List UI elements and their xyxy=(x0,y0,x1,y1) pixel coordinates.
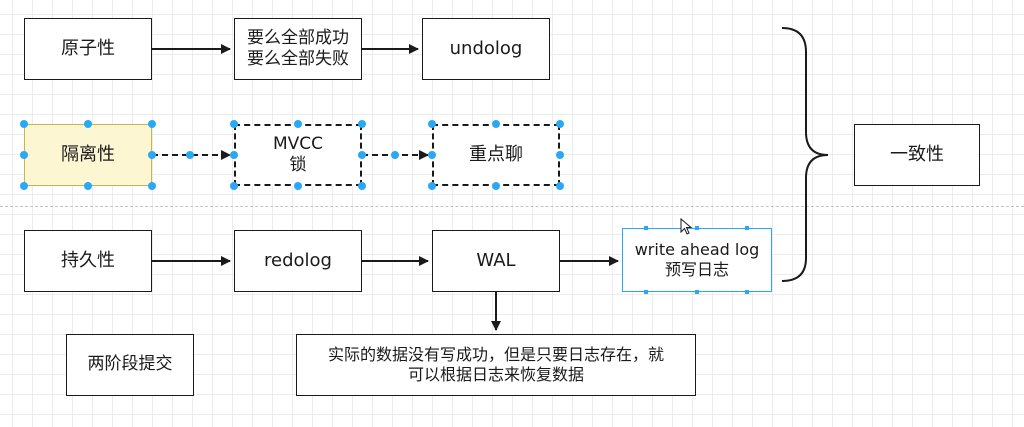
resize-handle[interactable] xyxy=(358,182,366,190)
redolog-box[interactable]: redolog xyxy=(234,230,362,292)
resize-handle[interactable] xyxy=(358,120,366,128)
resize-handle[interactable] xyxy=(492,120,500,128)
resize-handle[interactable] xyxy=(148,120,156,128)
resize-handle[interactable] xyxy=(148,151,156,159)
resize-handle[interactable] xyxy=(20,182,28,190)
guide-line xyxy=(0,206,1024,207)
recovery-note-line-2: 可以根据日志来恢复数据 xyxy=(407,365,584,384)
consistency-label: 一致性 xyxy=(890,143,944,165)
resize-handle[interactable] xyxy=(428,120,436,128)
recovery-note-line-1: 实际的数据没有写成功，但是只要日志存在，就 xyxy=(327,345,664,364)
resize-handle[interactable] xyxy=(84,120,92,128)
consistency-box[interactable]: 一致性 xyxy=(854,124,980,186)
resize-handle[interactable] xyxy=(556,182,564,190)
resize-handle[interactable] xyxy=(428,151,436,159)
all-or-nothing-line-2: 要么全部失败 xyxy=(247,49,349,69)
durability-box[interactable]: 持久性 xyxy=(24,230,152,292)
focus-box[interactable]: 重点聊 xyxy=(432,124,560,186)
connection-point[interactable] xyxy=(695,226,699,230)
redolog-label: redolog xyxy=(264,249,332,271)
curly-brace xyxy=(781,27,829,282)
wal-box[interactable]: WAL xyxy=(432,230,560,292)
mvcc-box[interactable]: MVCC 锁 xyxy=(234,124,362,186)
connection-point[interactable] xyxy=(745,290,749,294)
resize-handle[interactable] xyxy=(84,182,92,190)
resize-handle[interactable] xyxy=(20,120,28,128)
mvcc-line-1: MVCC xyxy=(272,133,324,154)
atomicity-label: 原子性 xyxy=(61,37,115,59)
resize-handle[interactable] xyxy=(556,151,564,159)
connection-point[interactable] xyxy=(644,290,648,294)
atomicity-box[interactable]: 原子性 xyxy=(24,18,152,80)
resize-handle[interactable] xyxy=(428,182,436,190)
wal-fullname-line-2: 预写日志 xyxy=(664,260,729,279)
resize-handle[interactable] xyxy=(358,151,366,159)
resize-handle[interactable] xyxy=(492,182,500,190)
edge-waypoint[interactable] xyxy=(186,151,194,159)
isolation-box[interactable]: 隔离性 xyxy=(24,124,152,186)
durability-label: 持久性 xyxy=(61,249,115,271)
resize-handle[interactable] xyxy=(294,182,302,190)
wal-fullname-box[interactable]: write ahead log 预写日志 xyxy=(622,228,772,292)
connection-point[interactable] xyxy=(745,226,749,230)
connection-point[interactable] xyxy=(695,290,699,294)
resize-handle[interactable] xyxy=(20,151,28,159)
resize-handle[interactable] xyxy=(294,120,302,128)
isolation-label: 隔离性 xyxy=(61,143,115,165)
undolog-box[interactable]: undolog xyxy=(422,18,550,80)
mvcc-line-2: 锁 xyxy=(289,155,307,175)
two-phase-commit-label: 两阶段提交 xyxy=(87,354,173,375)
two-phase-commit-box[interactable]: 两阶段提交 xyxy=(66,334,194,396)
resize-handle[interactable] xyxy=(230,151,238,159)
resize-handle[interactable] xyxy=(230,182,238,190)
wal-fullname-line-1: write ahead log xyxy=(634,240,760,259)
connection-point[interactable] xyxy=(644,226,648,230)
wal-label: WAL xyxy=(476,249,516,271)
edge-waypoint[interactable] xyxy=(391,151,399,159)
resize-handle[interactable] xyxy=(230,120,238,128)
recovery-note-box[interactable]: 实际的数据没有写成功，但是只要日志存在，就 可以根据日志来恢复数据 xyxy=(296,334,696,396)
all-or-nothing-box[interactable]: 要么全部成功 要么全部失败 xyxy=(234,18,362,80)
resize-handle[interactable] xyxy=(556,120,564,128)
focus-label: 重点聊 xyxy=(469,143,523,165)
mouse-cursor-icon xyxy=(680,218,693,235)
undolog-label: undolog xyxy=(449,37,523,59)
all-or-nothing-line-1: 要么全部成功 xyxy=(247,27,349,48)
resize-handle[interactable] xyxy=(148,182,156,190)
